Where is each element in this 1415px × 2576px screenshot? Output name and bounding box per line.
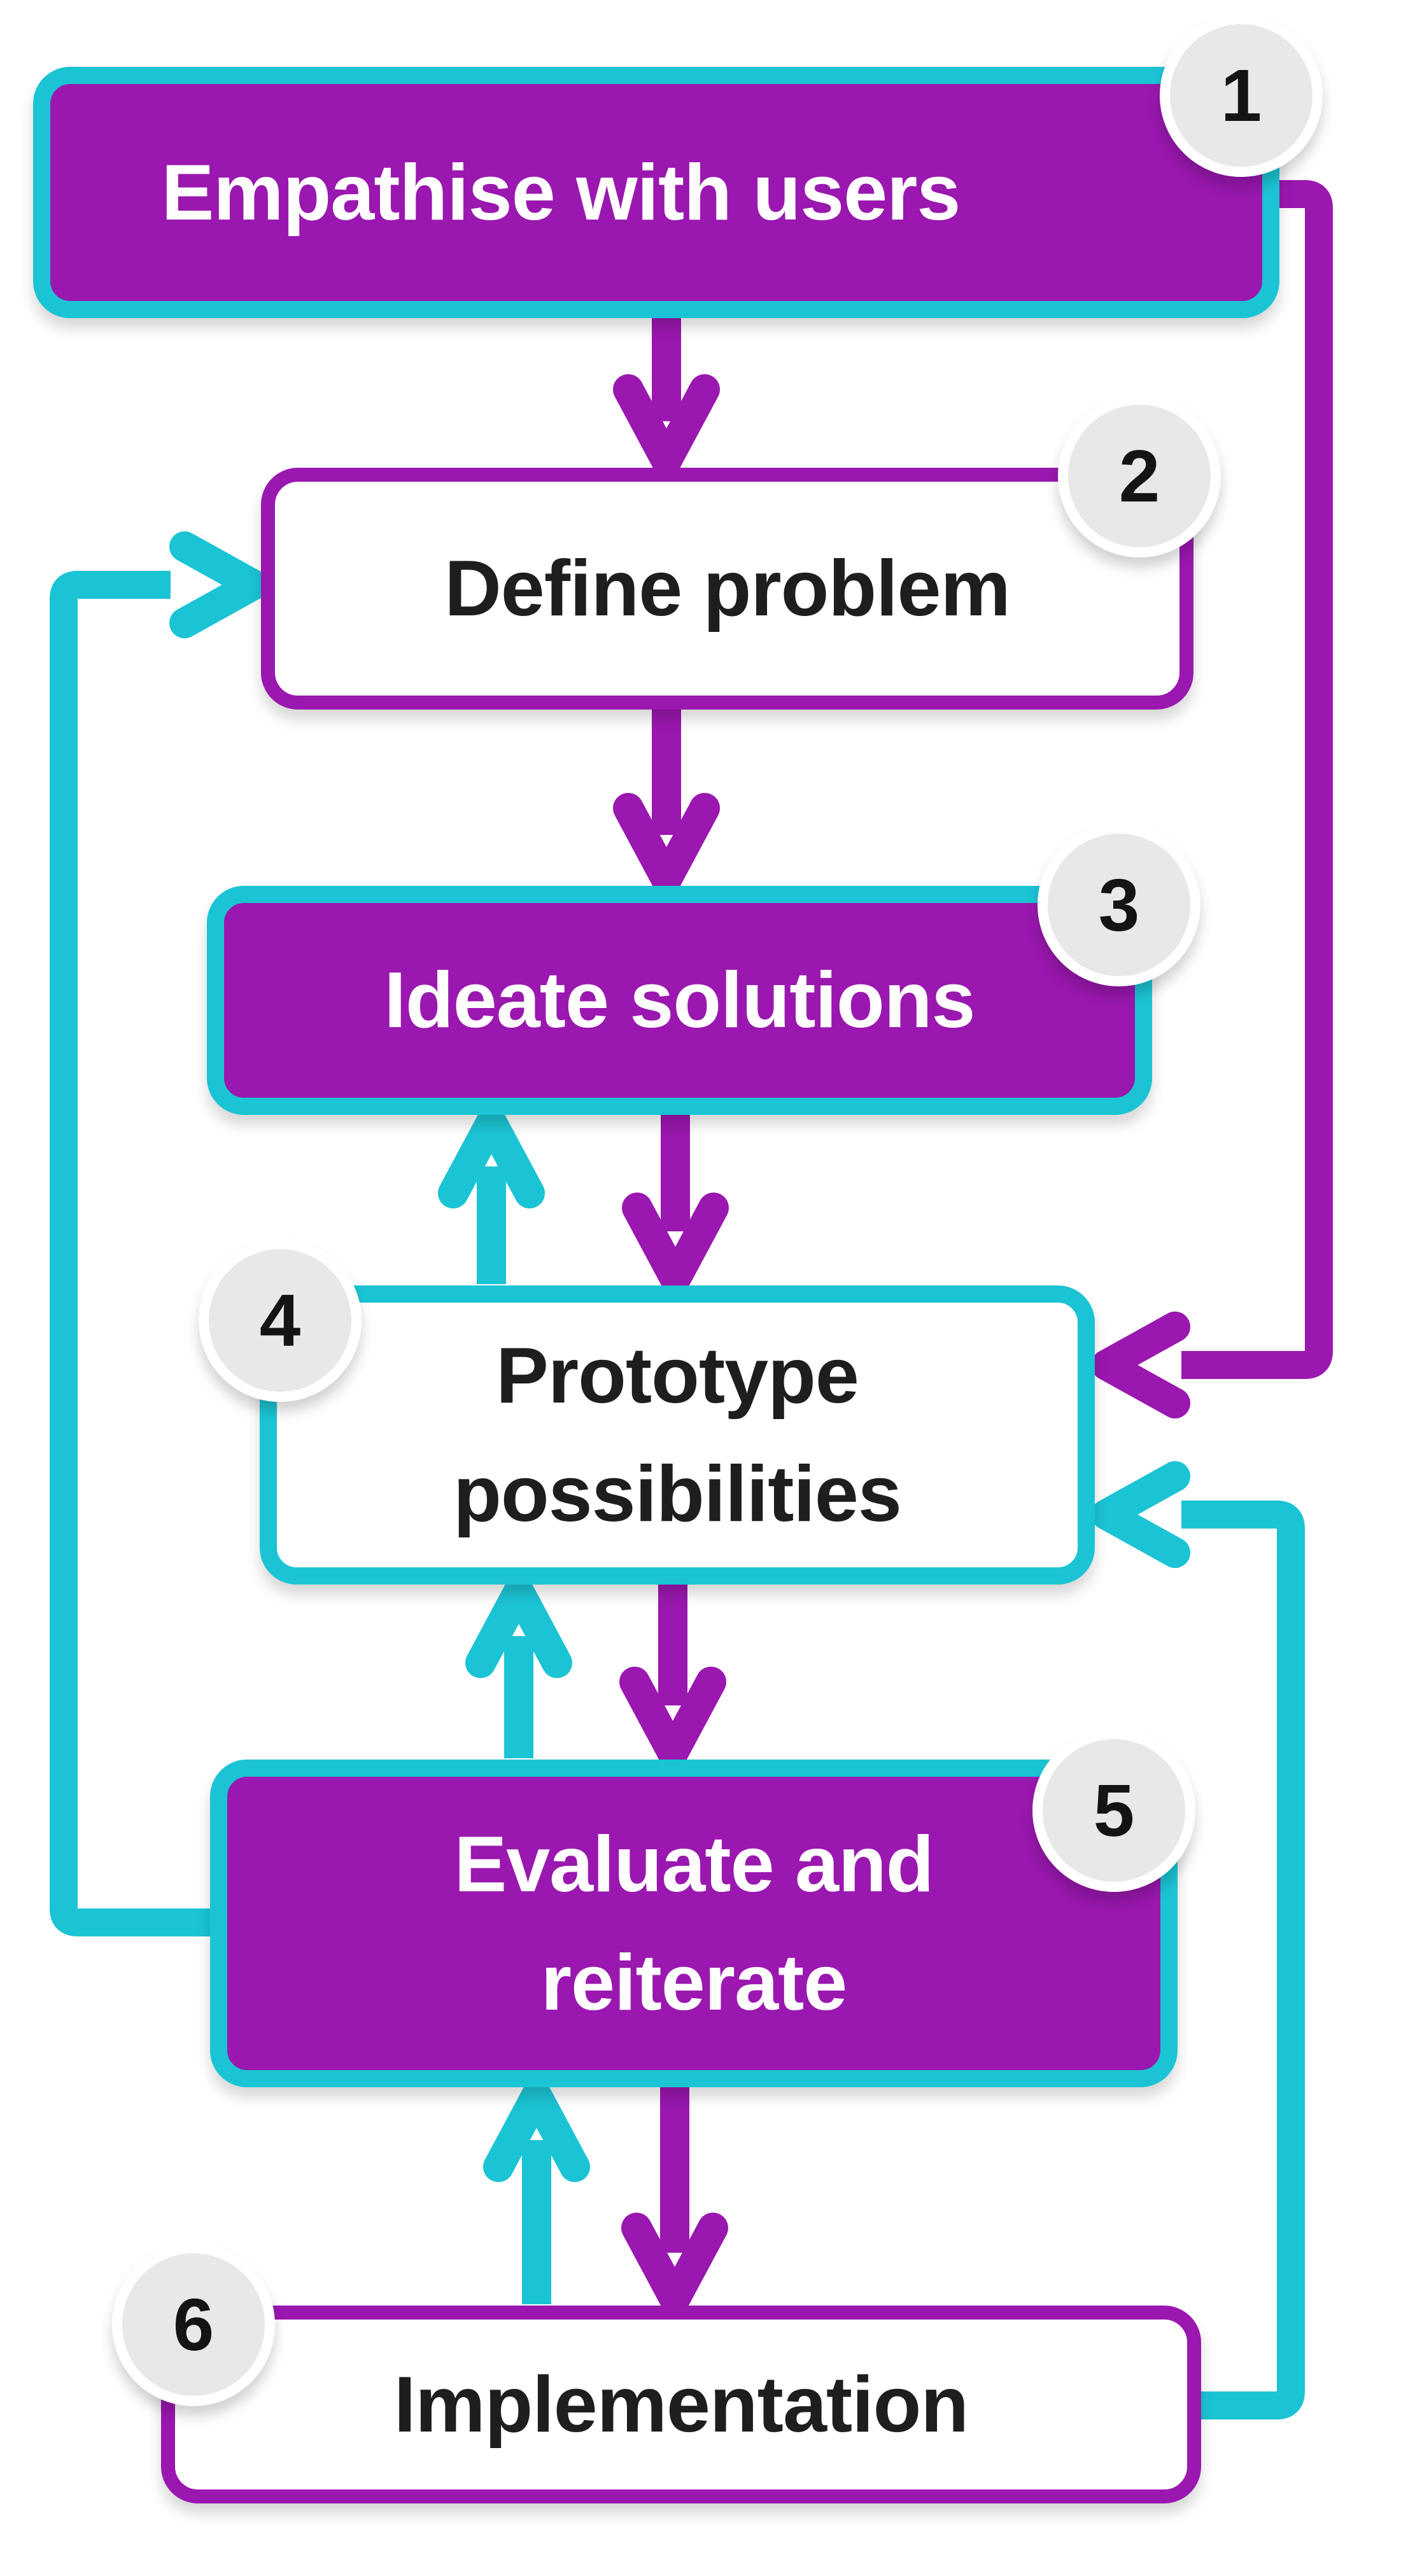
step-box-define: Define problem xyxy=(261,468,1193,710)
arrow-loop-empathise-to-prototype xyxy=(1091,180,1333,1418)
arrow-evaluate-back-to-prototype xyxy=(465,1576,572,1758)
arrow-implementation-back-to-evaluate xyxy=(483,2080,590,2304)
step-box-empathise: Empathise with users xyxy=(33,67,1279,318)
arrow-empathise-to-define xyxy=(613,317,720,476)
step-number-badge-1: 1 xyxy=(1160,14,1323,177)
step-label: Evaluate and reiterate xyxy=(454,1820,934,2027)
step-box-implementation: Implementation xyxy=(161,2306,1201,2503)
arrow-prototype-to-evaluate xyxy=(619,1583,726,1768)
step-box-prototype: Prototype possibilities xyxy=(260,1285,1095,1585)
step-number-badge-5: 5 xyxy=(1032,1729,1195,1892)
arrow-prototype-back-to-ideate xyxy=(438,1107,545,1284)
step-number-badge-6: 6 xyxy=(112,2243,275,2406)
arrow-define-to-ideate xyxy=(613,708,720,895)
step-box-evaluate: Evaluate and reiterate xyxy=(210,1760,1178,2087)
step-number-badge-4: 4 xyxy=(199,1239,362,1402)
step-label: Implementation xyxy=(393,2360,969,2449)
arrow-loop-implementation-to-prototype xyxy=(1091,1461,1305,2419)
step-label: Define problem xyxy=(444,545,1011,633)
arrow-ideate-to-prototype xyxy=(622,1114,729,1294)
step-label: Prototype possibilities xyxy=(453,1332,902,1538)
step-label: Ideate solutions xyxy=(384,956,976,1044)
step-box-ideate: Ideate solutions xyxy=(207,886,1152,1115)
arrow-loop-evaluate-to-define xyxy=(50,531,269,1936)
step-label: Empathise with users xyxy=(161,148,961,237)
arrow-evaluate-to-implementation xyxy=(621,2086,728,2314)
step-number-badge-2: 2 xyxy=(1058,395,1221,557)
step-number-badge-3: 3 xyxy=(1038,823,1200,986)
